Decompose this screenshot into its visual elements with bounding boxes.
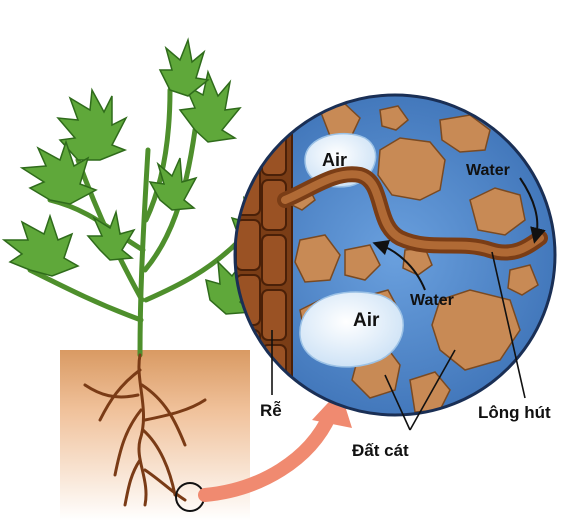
root-label: Rễ: [260, 401, 282, 420]
ground-soil: [60, 350, 250, 521]
water-flow-arrows: [372, 177, 546, 291]
water-label-top: Water: [466, 162, 510, 179]
label-leader-lines: [271, 251, 526, 431]
magnified-soil-view: [233, 93, 557, 417]
air-label-top: Air: [322, 150, 347, 170]
air-label-bottom: Air: [353, 310, 380, 331]
soil-particles: [289, 103, 539, 413]
root-hair-label: Lông hút: [478, 403, 551, 422]
water-label-bottom: Water: [410, 292, 454, 309]
sandy-soil-label: Đất cát: [352, 441, 409, 460]
